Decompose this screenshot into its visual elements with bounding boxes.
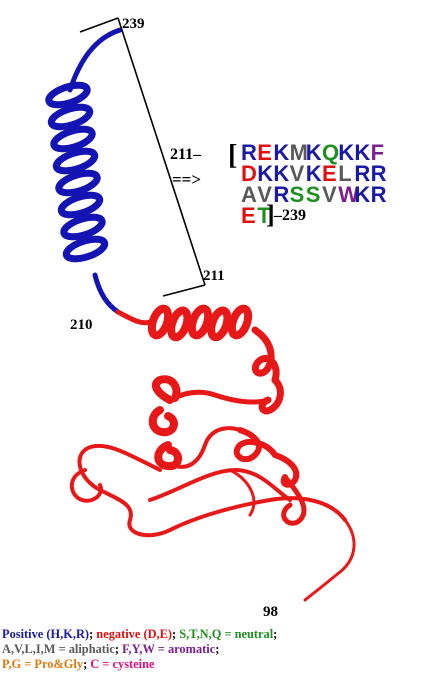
- legend-segment: ;: [115, 642, 122, 656]
- red-domain-98-210: [72, 306, 354, 600]
- sequence-arrow: ==>: [172, 170, 201, 189]
- color-legend: Positive (H,K,R); negative (D,E); S,T,N,…: [2, 627, 446, 672]
- label-residue-210: 210: [70, 317, 93, 333]
- red-helix-turn: [229, 306, 252, 337]
- legend-segment: ;: [273, 627, 277, 641]
- legend-line-2: A,V,L,I,M = aliphatic; F,Y,W = aromatic;: [2, 642, 446, 657]
- sequence-end-label: –239: [273, 207, 306, 224]
- sequence-residue: V: [322, 182, 337, 207]
- label-residue-239: 239: [122, 16, 145, 32]
- legend-line-1: Positive (H,K,R); negative (D,E); S,T,N,…: [2, 627, 446, 642]
- legend-segment: ;: [215, 642, 219, 656]
- sequence-residue: R: [371, 182, 387, 207]
- legend-segment: P,G = Pro&Gly: [2, 657, 83, 671]
- legend-segment: negative (D,E): [96, 627, 172, 641]
- blue-helix-211-239: [47, 30, 120, 312]
- legend-segment: Positive (H,K,R): [2, 627, 89, 641]
- legend-segment: A,V,L,I,M = aliphatic: [2, 642, 115, 656]
- sequence-residue: K: [354, 182, 370, 207]
- sequence-residue: E: [241, 203, 256, 228]
- sequence-residue: R: [273, 182, 289, 207]
- sequence-residue: S: [306, 182, 321, 207]
- sequence-start-label: 211–: [170, 146, 202, 163]
- legend-segment: S,T,N,Q = neutral: [179, 627, 273, 641]
- label-residue-211: 211: [203, 268, 225, 284]
- legend-segment: C = cysteine: [90, 657, 154, 671]
- legend-line-3: P,G = Pro&Gly; C = cysteine: [2, 657, 446, 672]
- sequence-residue: S: [290, 182, 305, 207]
- label-residue-98: 98: [263, 604, 278, 620]
- sequence-open-bracket: [: [228, 140, 237, 171]
- legend-segment: F,Y,W = aromatic: [122, 642, 215, 656]
